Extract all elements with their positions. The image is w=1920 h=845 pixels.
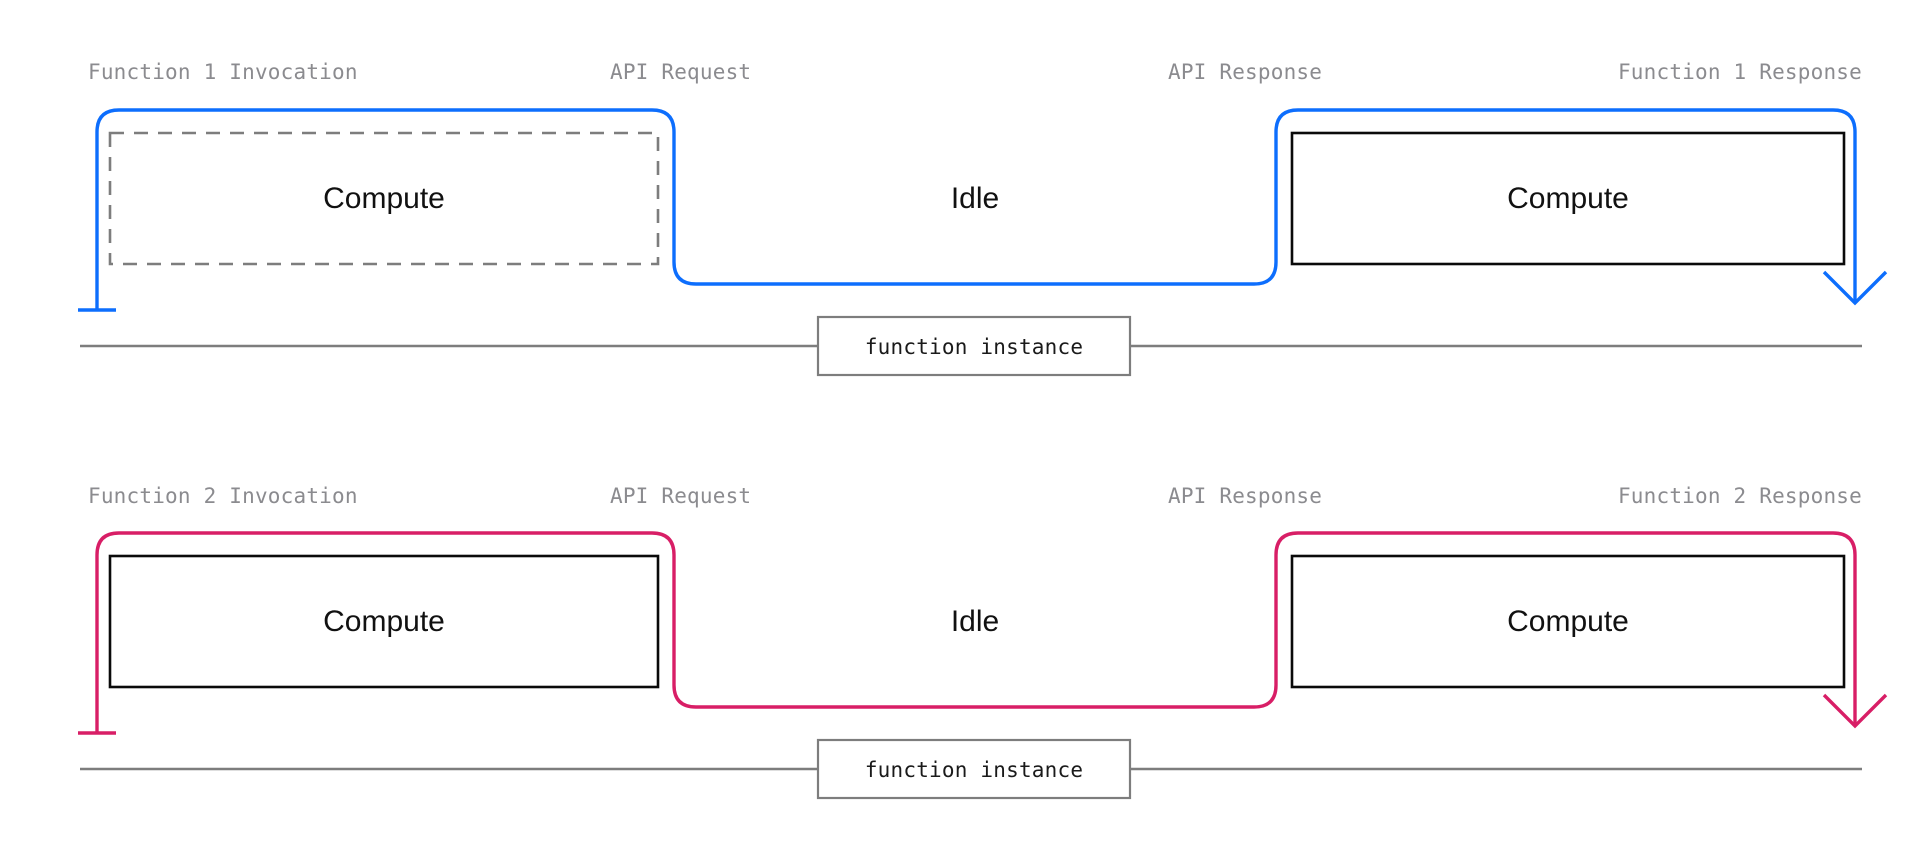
milestone-label-api-response-2: API Response <box>1168 484 1322 508</box>
compute-box-end-1 <box>1290 131 1846 266</box>
compute-label-end-1: Compute <box>1507 182 1629 215</box>
instance-label-2: function instance <box>865 758 1083 782</box>
compute-box-start-1 <box>108 131 660 266</box>
row-function-1: Function 1 Invocation API Request API Re… <box>78 60 1888 377</box>
milestone-label-api-request-2: API Request <box>610 484 751 508</box>
flow-path-1 <box>95 108 1857 310</box>
compute-label-end-2: Compute <box>1507 605 1629 638</box>
instance-box-2 <box>816 738 1132 800</box>
milestone-label-response-1: Function 1 Response <box>1618 60 1862 84</box>
flow-arrowhead-2 <box>1822 693 1888 729</box>
milestone-label-response-2: Function 2 Response <box>1618 484 1862 508</box>
compute-label-start-1: Compute <box>323 182 445 215</box>
flow-path-2 <box>95 531 1857 733</box>
milestone-label-invocation-1: Function 1 Invocation <box>88 60 358 84</box>
compute-box-start-2 <box>108 554 660 689</box>
milestone-label-api-request-1: API Request <box>610 60 751 84</box>
milestone-label-invocation-2: Function 2 Invocation <box>88 484 358 508</box>
idle-label-1: Idle <box>951 182 999 215</box>
compute-box-end-2 <box>1290 554 1846 689</box>
idle-label-2: Idle <box>951 605 999 638</box>
instance-box-1 <box>816 315 1132 377</box>
instance-label-1: function instance <box>865 335 1083 359</box>
compute-label-start-2: Compute <box>323 605 445 638</box>
flow-arrowhead-1 <box>1822 270 1888 306</box>
milestone-label-api-response-1: API Response <box>1168 60 1322 84</box>
row-function-2: Function 2 Invocation API Request API Re… <box>78 484 1888 800</box>
